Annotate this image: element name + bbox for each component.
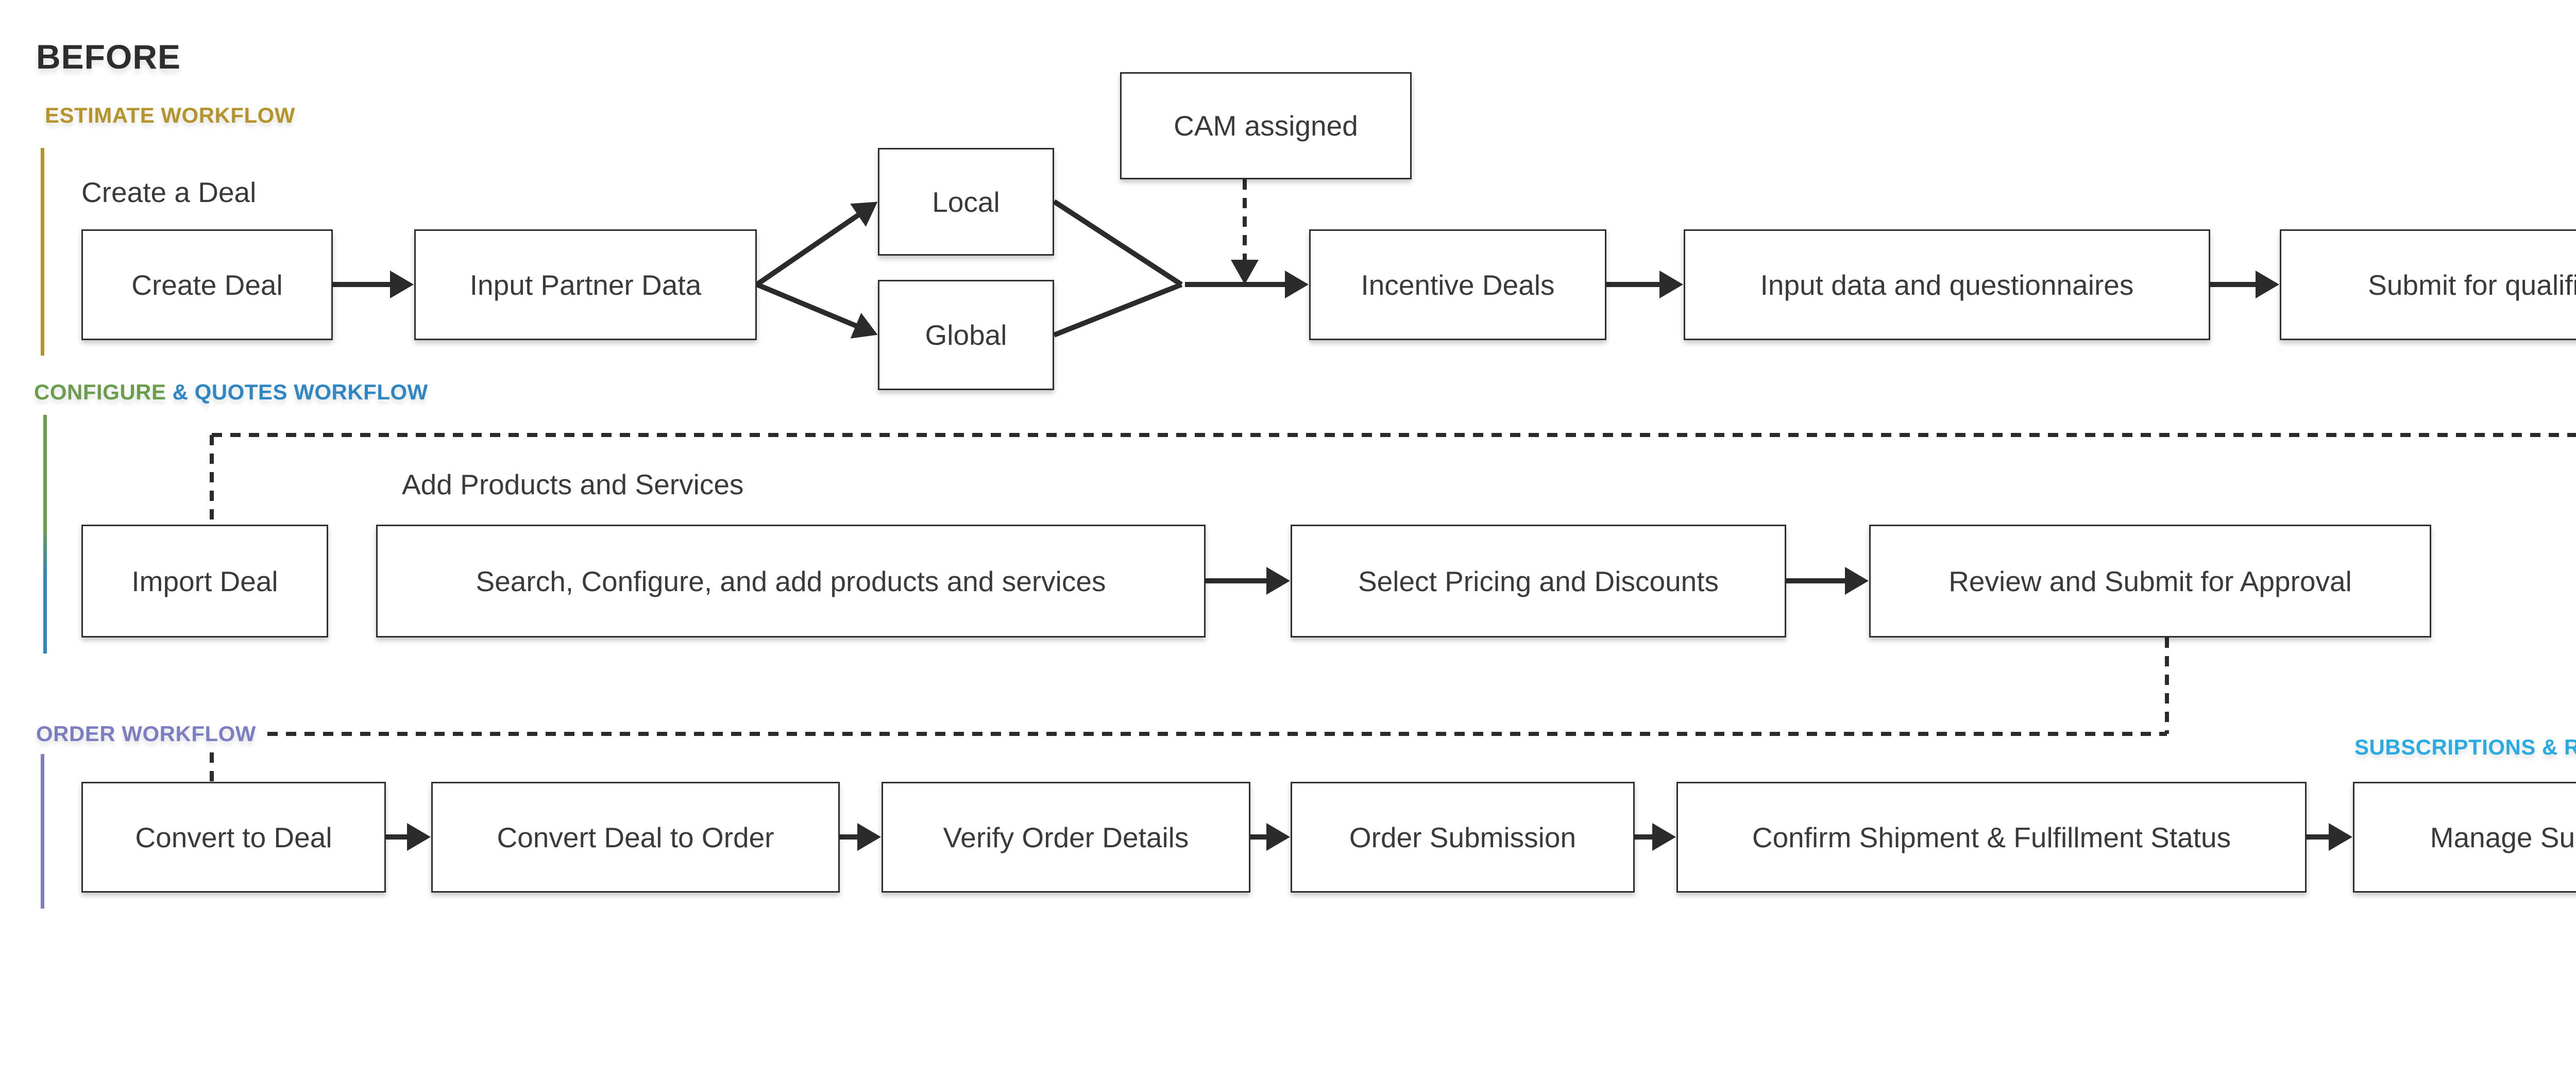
estimate-workflow-label: ESTIMATE WORKFLOW [45, 103, 295, 127]
arrow-create-to-inputpartner [333, 282, 391, 287]
arrow-incentive-to-inputdata [1606, 282, 1660, 287]
configure-section-line [43, 415, 47, 653]
arrow-convertorder-to-verify [840, 834, 858, 840]
flow-node-select-pricing-discounts: Select Pricing and Discounts [1291, 525, 1786, 638]
add-products-services-sublabel: Add Products and Services [402, 468, 744, 500]
arrow-search-to-pricing [1206, 578, 1267, 583]
arrow-verify-to-submission [1250, 834, 1267, 840]
flow-node-create-deal: Create Deal [81, 229, 333, 340]
flow-node-review-submit-approval: Review and Submit for Approval [1869, 525, 2431, 638]
quotes-label-part: & QUOTES WORKFLOW [172, 380, 428, 404]
connector2-vertical-right [2165, 638, 2169, 734]
flow-node-confirm-shipment-fulfillment: Confirm Shipment & Fulfillment Status [1676, 782, 2307, 893]
estimate-section-line [41, 148, 44, 356]
subscriptions-renewal-flow-label: SUBSCRIPTIONS & RENEWAL FLOW [2354, 735, 2576, 759]
flow-node-search-configure-add: Search, Configure, and add products and … [376, 525, 1206, 638]
flow-node-input-data-questionnaires: Input data and questionnaires [1684, 229, 2210, 340]
connector2-vertical-left [210, 734, 214, 782]
flow-node-convert-to-deal: Convert to Deal [81, 782, 386, 893]
arrow-submission-to-confirm [1635, 834, 1653, 840]
flow-node-incentive-deals: Incentive Deals [1309, 229, 1606, 340]
flow-node-manage-subscriptions-renewal: Manage Subscriptions & Renewal [2353, 782, 2576, 893]
arrow-confirm-to-manage [2307, 834, 2329, 840]
connector1-vertical-left [210, 435, 214, 525]
arrow-convertdeal-to-convertorder [386, 834, 408, 840]
configure-label-part: CONFIGURE [34, 380, 173, 404]
arrow-split-to-local [755, 212, 860, 287]
flow-node-submit-qualification-approval: Submit for qualification and approval [2280, 229, 2576, 340]
flow-node-input-partner-data: Input Partner Data [414, 229, 757, 340]
arrow-split-to-global [756, 282, 857, 328]
arrow-inputdata-to-submit [2210, 282, 2256, 287]
arrow-pricing-to-review [1786, 578, 1845, 583]
configure-quotes-workflow-label: CONFIGURE & QUOTES WORKFLOW [34, 380, 428, 405]
line-global-to-merge [1053, 282, 1183, 338]
connector1-horizontal [212, 433, 2576, 437]
flow-node-global: Global [878, 280, 1054, 390]
flow-node-verify-order-details: Verify Order Details [882, 782, 1250, 893]
flow-node-cam-assigned: CAM assigned [1120, 72, 1412, 179]
cam-dashed-arrowhead [1231, 260, 1259, 284]
line-local-to-merge [1053, 199, 1183, 287]
flow-node-convert-deal-to-order: Convert Deal to Order [431, 782, 840, 893]
order-workflow-label: ORDER WORKFLOW [34, 719, 264, 751]
flow-node-order-submission: Order Submission [1291, 782, 1635, 893]
connector2-horizontal [212, 732, 2167, 736]
order-section-line [41, 754, 44, 909]
arrow-merge-to-incentive [1185, 282, 1285, 287]
cam-dashed-line [1243, 179, 1247, 261]
page-title: BEFORE [36, 38, 181, 76]
create-a-deal-sublabel: Create a Deal [81, 176, 257, 208]
flow-node-local: Local [878, 148, 1054, 256]
flow-node-import-deal: Import Deal [81, 525, 328, 638]
